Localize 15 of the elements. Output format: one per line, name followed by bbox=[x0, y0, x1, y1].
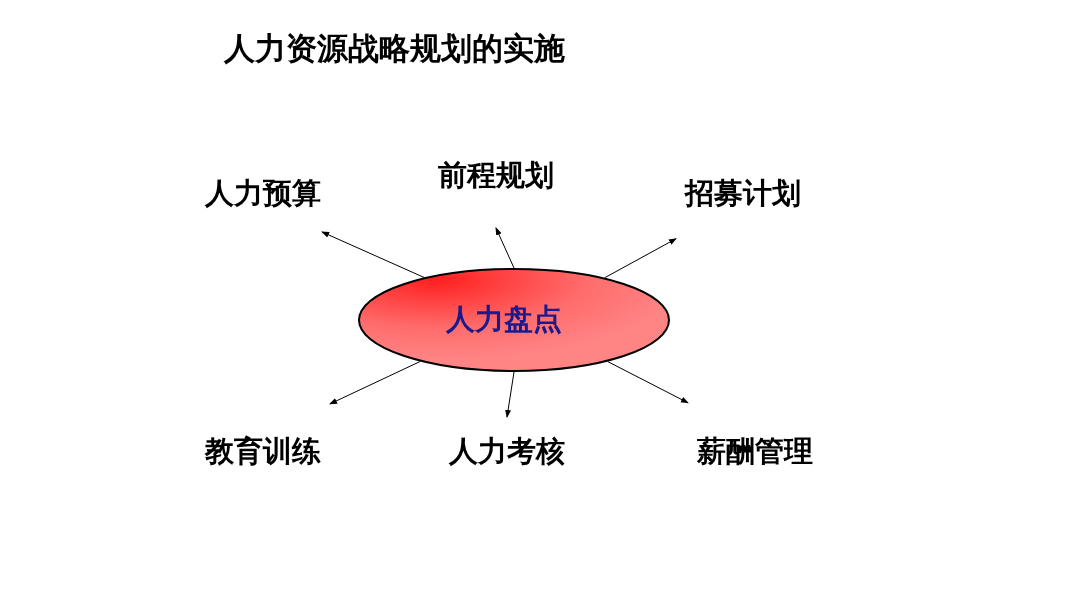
center-label: 人力盘点 bbox=[446, 301, 562, 338]
arrow bbox=[321, 231, 425, 278]
arrow bbox=[604, 238, 677, 279]
topic-label: 前程规划 bbox=[438, 158, 554, 192]
topic-label: 招募计划 bbox=[685, 176, 801, 210]
arrow bbox=[505, 371, 515, 418]
topic-label: 薪酬管理 bbox=[697, 434, 813, 468]
topic-label: 人力预算 bbox=[205, 176, 321, 210]
title: 人力资源战略规划的实施 bbox=[224, 30, 565, 66]
center-ellipse bbox=[358, 268, 670, 372]
arrow bbox=[329, 361, 421, 405]
topic-label: 人力考核 bbox=[449, 434, 565, 468]
arrow bbox=[607, 361, 689, 404]
topic-label: 教育训练 bbox=[205, 434, 321, 468]
arrow bbox=[495, 227, 515, 269]
